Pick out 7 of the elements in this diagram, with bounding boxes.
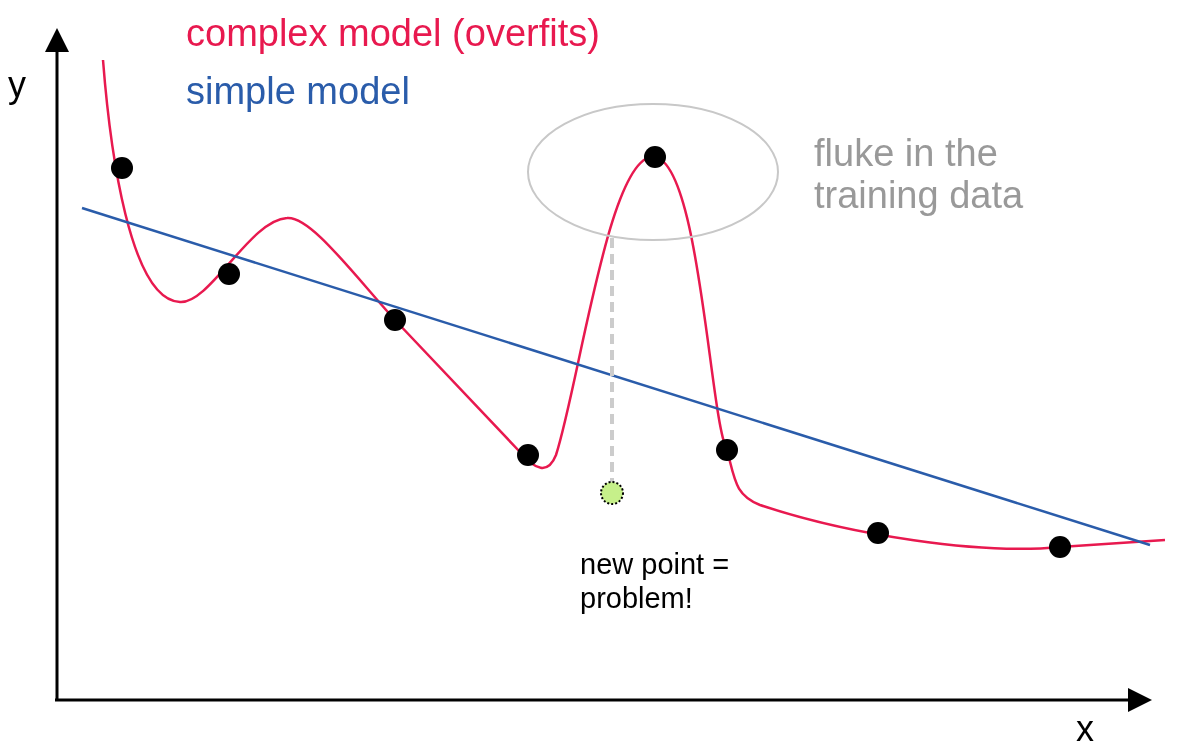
dashed-line bbox=[610, 238, 614, 482]
curve-label: complex model (overfits) bbox=[186, 12, 600, 55]
axis-label: x bbox=[1076, 708, 1094, 750]
annotation-text: fluke in the training data bbox=[814, 132, 1025, 216]
curve-label: simple model bbox=[186, 70, 410, 113]
annotation-text: new point = problem! bbox=[580, 547, 731, 615]
axis-label: y bbox=[8, 64, 26, 106]
